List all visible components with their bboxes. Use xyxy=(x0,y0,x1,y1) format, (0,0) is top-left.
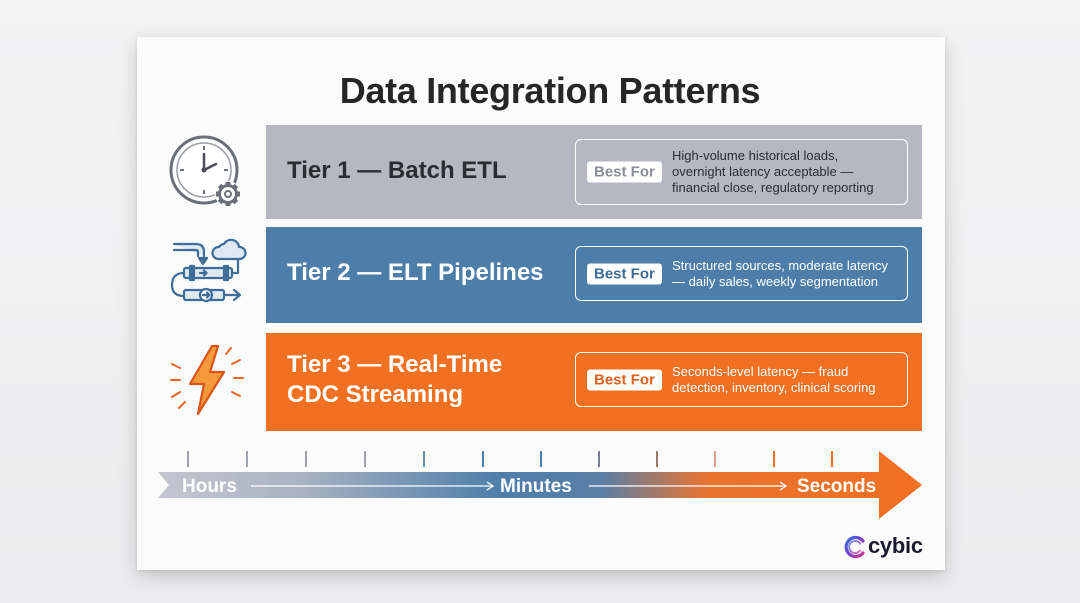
tier-1-band: Tier 1 — Batch ETL Best For High-volume … xyxy=(266,125,922,219)
timeline-tick xyxy=(540,451,542,467)
timeline-tick xyxy=(714,451,716,467)
tier-2-best-for-box: Best For Structured sources, moderate la… xyxy=(575,246,908,301)
timeline-tick xyxy=(364,451,366,467)
tier-1-label: Tier 1 — Batch ETL xyxy=(287,157,507,184)
timeline-tick xyxy=(187,451,189,467)
page-title: Data Integration Patterns xyxy=(339,70,761,111)
tier-3-label: Tier 3 — Real-Time CDC Streaming xyxy=(287,351,503,408)
tier-2-best-for-text: Structured sources, moderate latency — d… xyxy=(672,257,889,289)
timeline-tick xyxy=(246,451,248,467)
timeline-tick xyxy=(831,451,833,467)
pipeline-cloud-icon xyxy=(166,236,248,312)
tier-2-label: Tier 2 — ELT Pipelines xyxy=(287,259,544,286)
timeline-arrow xyxy=(158,451,922,519)
tier-2-band: Tier 2 — ELT Pipelines Best For Structur… xyxy=(266,227,922,323)
timeline-label-seconds: Seconds xyxy=(797,476,877,497)
timeline-label-hours: Hours xyxy=(182,476,237,497)
cybic-logo-icon xyxy=(844,535,865,559)
tier-3-best-for-pill: Best For xyxy=(587,369,662,390)
timeline-label-minutes: Minutes xyxy=(500,476,572,497)
tier-3-best-for-box: Best For Seconds-level latency — fraud d… xyxy=(575,352,908,407)
tier-1-best-for-pill: Best For xyxy=(587,161,662,183)
latency-timeline: Hours Minutes Seconds xyxy=(155,448,925,523)
clock-gear-icon xyxy=(168,134,246,212)
tier-1-best-for-text: High-volume historical loads, overnight … xyxy=(672,148,874,195)
timeline-tick xyxy=(773,451,775,467)
tier-3-band: Tier 3 — Real-Time CDC Streaming Best Fo… xyxy=(266,333,922,431)
tier-1-best-for-box: Best For High-volume historical loads, o… xyxy=(575,139,908,205)
tier-3-best-for-text: Seconds-level latency — fraud detection,… xyxy=(672,363,876,395)
timeline-tick xyxy=(482,451,484,467)
timeline-tick xyxy=(598,451,600,467)
timeline-tick xyxy=(423,451,425,467)
timeline-tick xyxy=(656,451,658,467)
logo-text: cybic xyxy=(868,533,923,558)
lightning-bolt-icon xyxy=(168,340,246,420)
timeline-tick xyxy=(305,451,307,467)
tier-2-best-for-pill: Best For xyxy=(587,263,662,284)
